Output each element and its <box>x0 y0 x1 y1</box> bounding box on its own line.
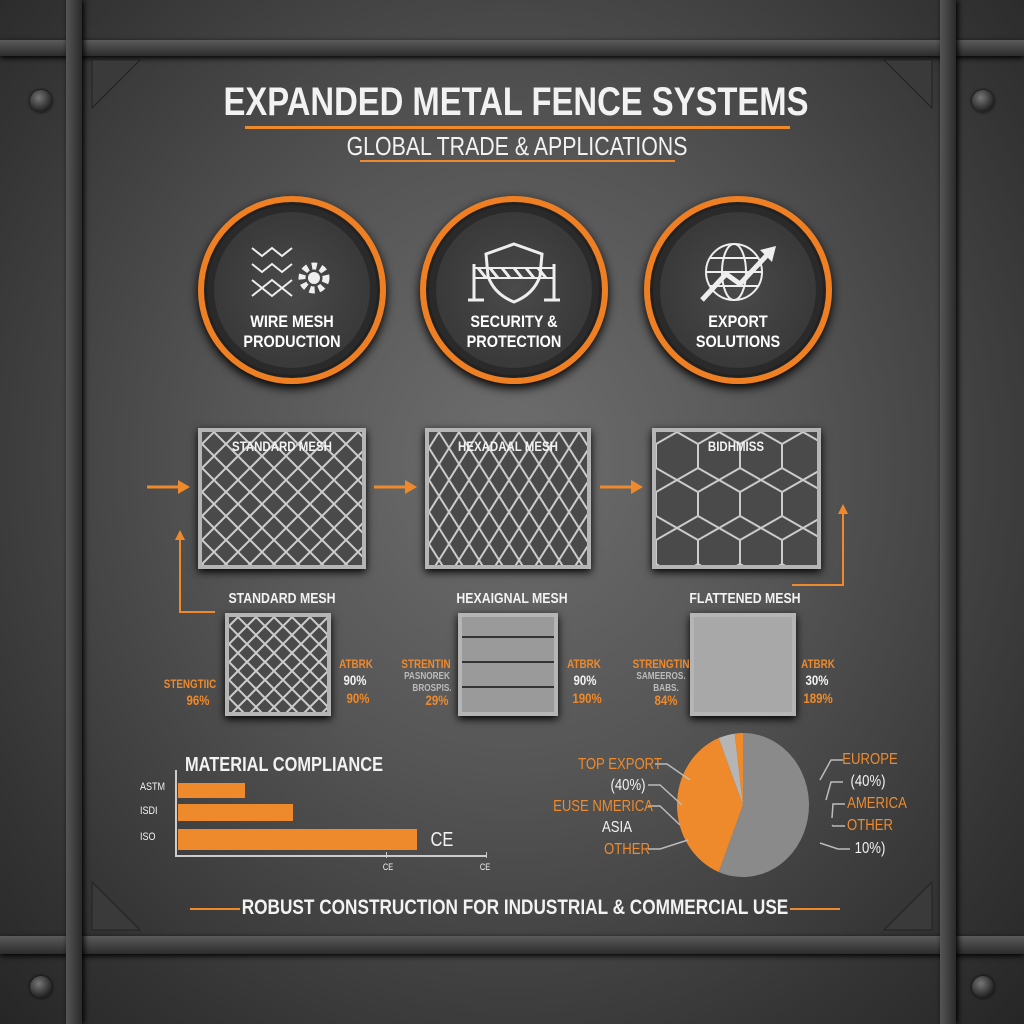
x-tick <box>486 852 487 858</box>
pie-label: OTHER <box>604 841 650 858</box>
shield-barrier-icon <box>468 242 560 304</box>
stat-label: ATBRK <box>801 657 835 671</box>
bar-label: ISDI <box>140 805 158 817</box>
mesh-type-label: FLATTENED MESH <box>689 590 801 607</box>
pie-leader-line <box>655 763 691 781</box>
pie-label: OTHER <box>847 817 893 834</box>
frame-beam-right <box>940 0 956 1024</box>
footer-line-left <box>190 908 240 910</box>
rivet <box>972 976 994 998</box>
panel-label: STANDARD MESH <box>232 438 332 454</box>
stat-label: BROSPIS. <box>412 683 452 694</box>
x-tick-label: CE <box>479 862 491 872</box>
stat-value: 96% <box>186 692 210 708</box>
frame-beam-left <box>66 0 82 1024</box>
bar-isdi <box>178 804 293 821</box>
y-axis <box>175 770 177 856</box>
pie-leader-line <box>819 842 850 850</box>
stat-label: BABS. <box>653 683 679 694</box>
stat-value: 90% <box>343 672 367 688</box>
feature-label: EXPORT <box>708 312 768 331</box>
pie-leader-line <box>831 824 845 827</box>
stat-value: 84% <box>654 692 678 708</box>
stat-value: 189% <box>803 690 833 706</box>
stat-label: STENGTIIC <box>163 677 217 691</box>
mesh-panel-standard: STANDARD MESH <box>198 428 366 569</box>
pie-label: EUSE NMERICA <box>553 798 653 815</box>
compliance-title: MATERIAL COMPLIANCE <box>185 754 384 776</box>
pie-leader-line <box>648 805 681 826</box>
pie-leader-line <box>648 784 683 806</box>
globe-arrow-icon <box>700 243 776 302</box>
pie-slice <box>718 733 743 805</box>
feature-label: PROTECTION <box>466 332 562 351</box>
pie-leader-line <box>825 781 843 801</box>
pie-leader-line <box>648 839 689 850</box>
x-tick <box>386 852 387 858</box>
ce-mark: CE <box>430 829 454 851</box>
feature-security: SECURITY &PROTECTION <box>420 196 608 384</box>
footer-tagline: ROBUST CONSTRUCTION FOR INDUSTRIAL & COM… <box>241 896 789 919</box>
pie-label: AMERICA <box>847 795 907 812</box>
feature-label: PRODUCTION <box>243 332 341 351</box>
pie-slice <box>718 733 809 877</box>
panel-label: HEXADAAL MESH <box>458 438 558 454</box>
mesh-type-label: HEXAIGNAL MESH <box>456 590 568 607</box>
page-title: EXPANDED METAL FENCE SYSTEMS <box>223 80 809 124</box>
rivet <box>30 976 52 998</box>
stat-value: 90% <box>573 672 597 688</box>
bar-label: ASTM <box>140 781 166 793</box>
pie-leader-line <box>819 759 843 781</box>
mesh-panel-hexadaal: HEXADAAL MESH <box>425 428 591 569</box>
feature-label: SOLUTIONS <box>695 332 781 351</box>
pie-label: TOP EXPORT <box>578 756 662 773</box>
stat-value: 30% <box>805 672 829 688</box>
mesh-gear-icon <box>251 246 330 298</box>
rivet <box>30 90 52 112</box>
feature-label: SECURITY & <box>470 312 558 331</box>
x-axis <box>175 855 487 857</box>
feature-label: WIRE MESH <box>250 312 334 331</box>
frame-beam-bottom <box>0 936 1024 954</box>
pie-label: 10%) <box>854 840 886 857</box>
pie-leader-line <box>831 803 845 819</box>
subtitle-underline <box>360 160 675 162</box>
pie-label: ASIA <box>602 819 632 836</box>
pie-slice <box>734 733 743 805</box>
stat-label: ATBRK <box>339 657 373 671</box>
stat-value: 29% <box>425 692 449 708</box>
frame-beam-top <box>0 40 1024 56</box>
stat-label: SAMEEROS. <box>636 671 686 682</box>
bar-iso <box>178 829 417 850</box>
x-tick-label: CE <box>382 862 394 872</box>
stat-label: PASNOREK <box>404 671 450 682</box>
page-subtitle: GLOBAL TRADE & APPLICATIONS <box>346 131 688 161</box>
mesh-panel-hexagon: BIDHMISS <box>652 428 821 569</box>
mesh-sample-flattened <box>690 613 796 716</box>
pie-slice <box>677 738 743 872</box>
pie-label: EUROPE <box>842 751 898 768</box>
panel-label: BIDHMISS <box>707 438 765 454</box>
pie-label: (40%) <box>850 773 886 790</box>
stat-value: 90% <box>346 690 370 706</box>
mesh-sample-hexagonal <box>458 613 558 716</box>
footer-line-right <box>790 908 840 910</box>
stat-label: ATBRK <box>567 657 601 671</box>
rivet <box>972 90 994 112</box>
stat-value: 190% <box>572 690 602 706</box>
mesh-sample-standard <box>225 613 331 716</box>
title-underline <box>245 126 790 129</box>
pie-label: (40%) <box>610 777 646 794</box>
mesh-type-label: STANDARD MESH <box>228 590 336 607</box>
bar-label: ISO <box>140 831 156 843</box>
stat-label: STRENTIN <box>401 657 451 671</box>
bar-astm <box>178 783 245 798</box>
stat-label: STRENGTIN <box>632 657 690 671</box>
